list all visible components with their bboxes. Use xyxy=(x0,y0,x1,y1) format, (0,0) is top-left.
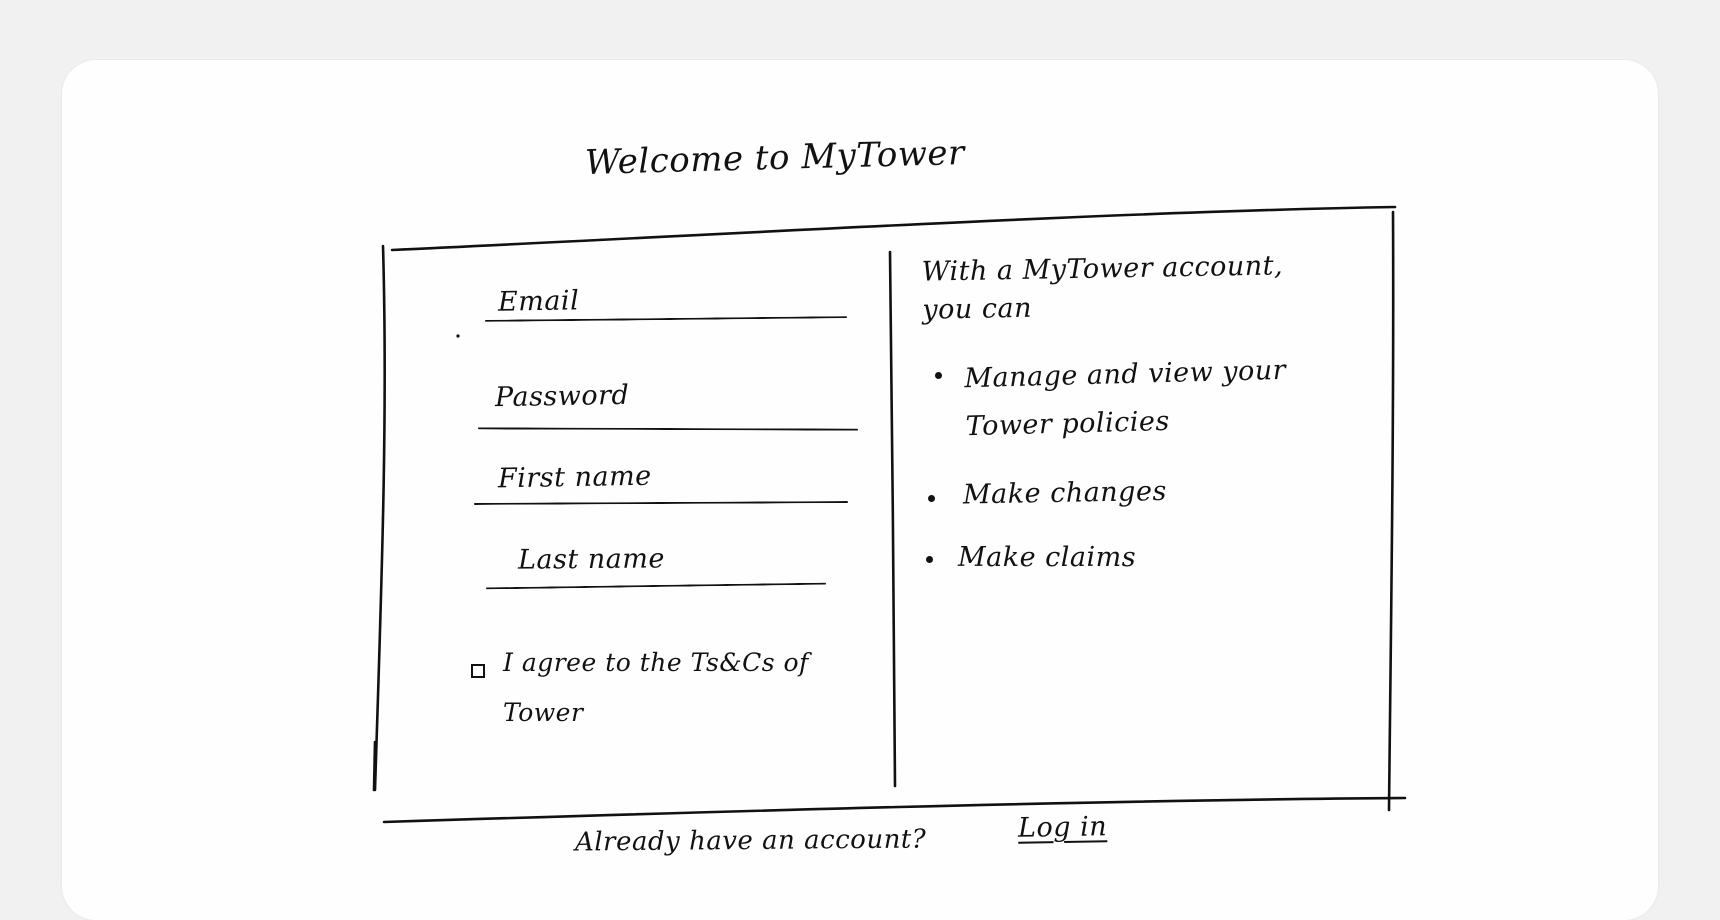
password-field-label: Password xyxy=(494,379,630,414)
bullet-icon xyxy=(935,372,942,379)
panel-bottom-border xyxy=(382,796,1407,824)
wireframe-sketch-lines xyxy=(372,205,1407,824)
last-name-field-label: Last name xyxy=(517,543,666,576)
benefit-item: Make claims xyxy=(958,542,1137,573)
panel-left-tail xyxy=(372,740,377,792)
terms-checkbox[interactable] xyxy=(471,664,485,678)
first-name-field-label: First name xyxy=(497,460,652,495)
login-link[interactable]: Log in xyxy=(1017,811,1108,844)
benefit-item: Manage and view your Tower policies xyxy=(964,354,1287,443)
terms-label: I agree to the Ts&Cs of Tower xyxy=(503,648,809,727)
ink-dot xyxy=(456,334,460,338)
benefits-intro: With a MyTower account, you can xyxy=(921,250,1284,326)
panel-left-border xyxy=(373,244,387,792)
panel-divider xyxy=(888,250,897,788)
panel-right-border xyxy=(1387,210,1395,812)
bullet-icon xyxy=(928,495,935,502)
login-prompt-text: Already have an account? xyxy=(574,824,927,858)
benefit-item: Make changes xyxy=(962,475,1168,511)
email-field-label: Email xyxy=(497,285,580,318)
bullet-icon xyxy=(926,556,933,563)
panel-top-border xyxy=(390,205,1397,252)
